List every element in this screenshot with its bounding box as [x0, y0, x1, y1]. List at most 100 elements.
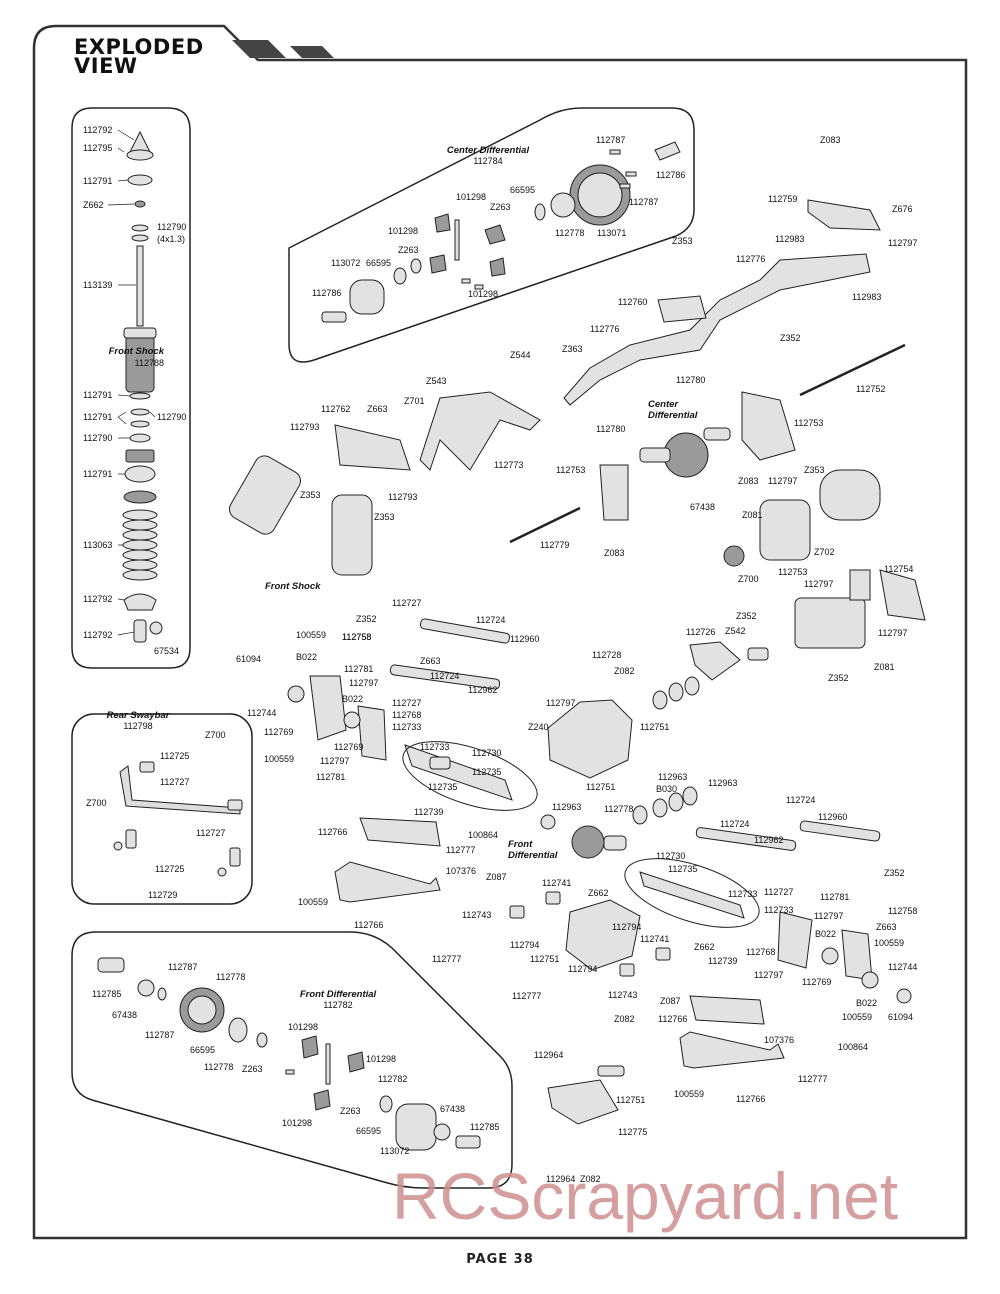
- front-diff-labels: 112787 112778 112785 67438 112787 66595 …: [92, 962, 499, 1156]
- part-number-label: 112760: [618, 297, 647, 307]
- part-number-label: (4x1.3): [157, 234, 185, 244]
- part-number-label: Z263: [340, 1106, 361, 1116]
- part-number-label: 101298: [282, 1118, 312, 1128]
- part-number-label: 112781: [316, 772, 345, 782]
- part-number-label: 101298: [366, 1054, 396, 1064]
- part-number-label: 112777: [512, 991, 541, 1001]
- part-number-label: 112797: [349, 678, 378, 688]
- part-number-label: 100559: [296, 630, 326, 640]
- part-number-label: 113139: [83, 280, 112, 290]
- front-diff-chassis-title-2: Differential: [508, 850, 558, 861]
- part-number-label: 112960: [510, 634, 539, 644]
- part-number-label: 112730: [656, 851, 685, 861]
- part-number-label: 100559: [842, 1012, 872, 1022]
- front-diff-box: [71, 931, 513, 1189]
- part-number-label: 112797: [878, 628, 907, 638]
- watermark: RCScrapyard.net: [392, 1159, 899, 1233]
- part-number-label: Z663: [876, 922, 897, 932]
- part-number-label: 112725: [160, 751, 189, 761]
- rear-parts: [334, 786, 912, 1125]
- part-number-label: 112753: [778, 567, 807, 577]
- part-number-label: 67534: [154, 646, 179, 656]
- part-number-label: 112758: [342, 632, 371, 642]
- part-number-label: 112733: [420, 742, 449, 752]
- part-number-label: 112792: [83, 594, 112, 604]
- part-number-label: Z081: [742, 510, 763, 520]
- part-number-label: 112724: [786, 795, 815, 805]
- part-number-label: 112791: [83, 412, 112, 422]
- header-line-1: EXPLODED: [74, 35, 204, 59]
- part-number-label: 112797: [754, 970, 783, 980]
- part-number-label: Z087: [486, 872, 507, 882]
- part-number-label: 112792: [83, 125, 112, 135]
- part-number-label: Z363: [562, 344, 583, 354]
- part-number-label: 112768: [746, 947, 775, 957]
- part-number-label: 112787: [596, 135, 625, 145]
- part-number-label: Z081: [874, 662, 895, 672]
- part-number-label: Z544: [510, 350, 531, 360]
- part-number-label: 112963: [658, 772, 687, 782]
- part-number-label: 112730: [472, 748, 501, 758]
- part-number-label: 112960: [818, 812, 847, 822]
- part-number-label: 112790: [83, 433, 112, 443]
- front-axle-callout: [402, 741, 538, 811]
- part-number-label: 112780: [676, 375, 705, 385]
- part-number-label: 112787: [145, 1030, 174, 1040]
- part-number-label: 67438: [690, 502, 715, 512]
- part-number-label: Z352: [736, 611, 757, 621]
- part-number-label: Z700: [738, 574, 759, 584]
- center-diff-labels: 112787 112786 112787 101298 66595 Z263 1…: [312, 135, 685, 299]
- part-number-label: Z700: [205, 730, 226, 740]
- part-number-label: 112744: [888, 962, 917, 972]
- part-number-label: 112735: [472, 767, 501, 777]
- part-number-label: 112727: [196, 828, 225, 838]
- part-number-label: 112733: [392, 722, 421, 732]
- part-number-label: Z352: [828, 673, 849, 683]
- part-number-label: 61094: [888, 1012, 913, 1022]
- part-number-label: Z352: [780, 333, 801, 343]
- front-diff-box-number: 112782: [323, 1000, 352, 1010]
- part-number-label: 112724: [430, 671, 459, 681]
- part-number-label: 112741: [542, 878, 571, 888]
- part-number-label: 112727: [160, 777, 189, 787]
- center-diff-chassis-title-1: Center: [648, 399, 679, 410]
- part-number-label: Z542: [725, 626, 746, 636]
- part-number-label: 112751: [586, 782, 615, 792]
- swaybar-parts: [113, 761, 243, 877]
- part-number-label: 113072: [380, 1146, 409, 1156]
- part-number-label: B030: [656, 784, 677, 794]
- part-number-label: Z663: [420, 656, 441, 666]
- part-number-label: 101298: [468, 289, 498, 299]
- part-number-label: 112778: [604, 804, 633, 814]
- part-number-label: 112766: [318, 827, 347, 837]
- part-number-label: 112963: [552, 802, 581, 812]
- part-number-label: 112797: [888, 238, 917, 248]
- part-number-label: 112733: [764, 905, 793, 915]
- part-number-label: B022: [296, 652, 317, 662]
- center-diff-box-title: Center Differential: [447, 145, 530, 156]
- part-number-label: 100864: [468, 830, 498, 840]
- part-number-label: 112775: [618, 1127, 647, 1137]
- part-number-label: 61094: [236, 654, 261, 664]
- part-number-label: 112787: [629, 197, 658, 207]
- shock-labels: 112792 112795 112791 Z662 112790 (4x1.3)…: [83, 125, 186, 656]
- part-number-label: 112753: [794, 418, 823, 428]
- header-stripe-1: [232, 40, 286, 58]
- part-number-label: 112758: [888, 906, 917, 916]
- part-number-label: 67438: [440, 1104, 465, 1114]
- part-number-label: Z263: [490, 202, 511, 212]
- part-number-label: Z663: [367, 404, 388, 414]
- part-number-label: 112752: [856, 384, 885, 394]
- part-number-label: 112780: [596, 424, 625, 434]
- part-number-label: 112785: [92, 989, 121, 999]
- part-number-label: 112791: [83, 176, 112, 186]
- part-number-label: 112964: [546, 1174, 575, 1184]
- part-number-label: 112739: [414, 807, 443, 817]
- part-number-label: 112727: [392, 698, 421, 708]
- part-number-label: Z083: [738, 476, 759, 486]
- part-number-label: Z082: [614, 666, 635, 676]
- part-number-label: 112724: [720, 819, 749, 829]
- front-shock-box-title: Front Shock: [109, 346, 165, 357]
- part-number-label: 112794: [510, 940, 539, 950]
